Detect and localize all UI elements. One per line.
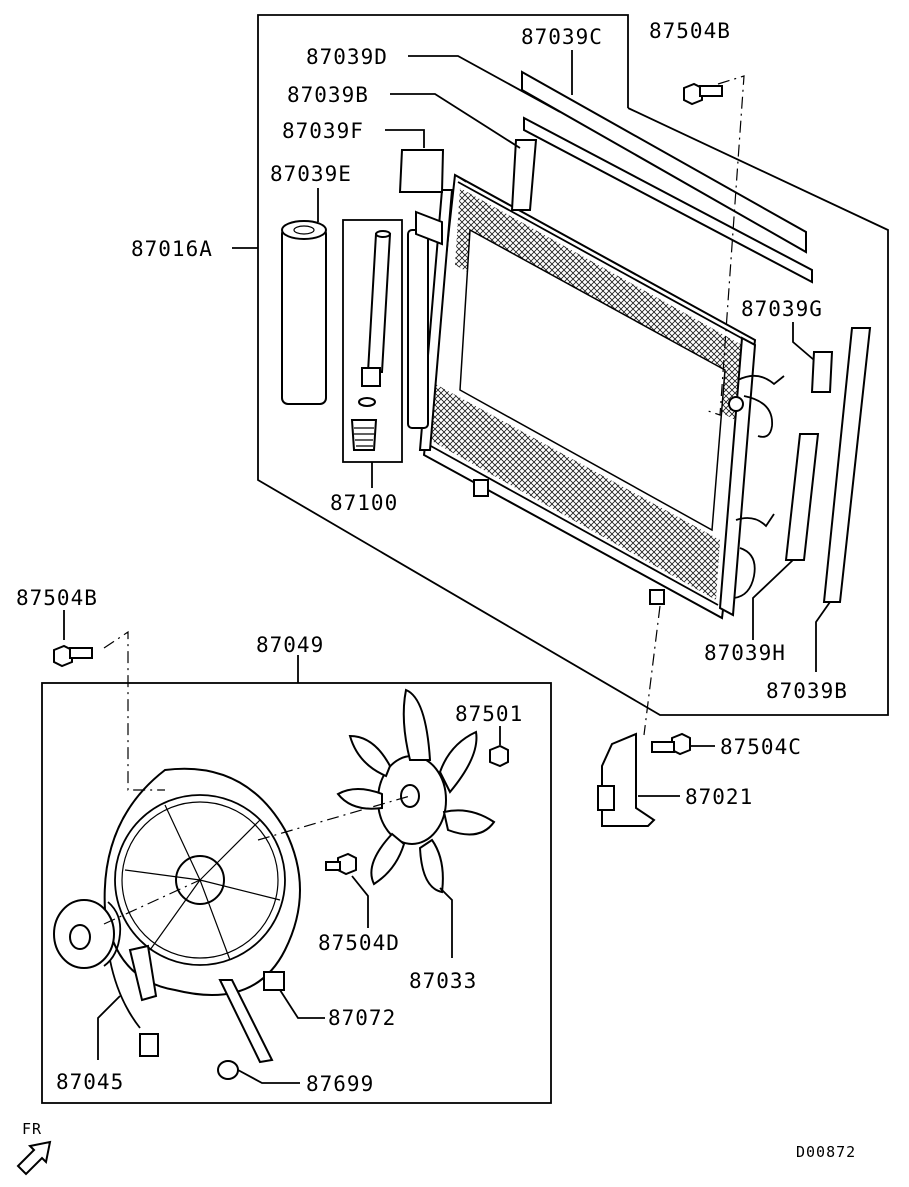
label-87016A: 87016A bbox=[131, 237, 213, 261]
label-87699: 87699 bbox=[306, 1072, 374, 1096]
label-87039C: 87039C bbox=[521, 25, 603, 49]
strip-87039H bbox=[784, 433, 820, 561]
label-87504C: 87504C bbox=[720, 735, 802, 759]
desiccant-icon bbox=[342, 219, 403, 463]
fan-group-frame bbox=[41, 682, 552, 1104]
arrow-fr-icon bbox=[16, 1140, 52, 1176]
label-87072: 87072 bbox=[328, 1006, 396, 1030]
label-87039G: 87039G bbox=[741, 297, 823, 321]
label-87100: 87100 bbox=[330, 491, 398, 515]
strip-87039B-right bbox=[822, 327, 872, 603]
label-87033: 87033 bbox=[409, 969, 477, 993]
strip-87039B-top bbox=[510, 139, 538, 211]
bracket-icon bbox=[597, 732, 656, 827]
receiver-drier-icon bbox=[281, 220, 327, 405]
pad-87039F bbox=[398, 149, 445, 193]
fan-blade-icon bbox=[336, 688, 496, 894]
condenser-group-frame bbox=[257, 14, 889, 716]
bolt-87504C bbox=[651, 732, 691, 756]
label-87504B-left: 87504B bbox=[16, 586, 98, 610]
label-87039E: 87039E bbox=[270, 162, 352, 186]
radiator-condenser-icon bbox=[418, 173, 785, 620]
fan-shroud-icon bbox=[103, 767, 301, 1064]
fan-motor-icon bbox=[53, 899, 159, 1057]
strip-87039C bbox=[521, 70, 807, 254]
grommet-87699 bbox=[217, 1060, 239, 1080]
label-87501: 87501 bbox=[455, 702, 523, 726]
label-87049: 87049 bbox=[256, 633, 324, 657]
bolt-87504D bbox=[325, 852, 357, 876]
label-87045: 87045 bbox=[56, 1070, 124, 1094]
pad-87039G bbox=[810, 351, 834, 393]
label-87039B-right: 87039B bbox=[766, 679, 848, 703]
label-87039B-top: 87039B bbox=[287, 83, 369, 107]
label-87504B-top: 87504B bbox=[649, 19, 731, 43]
label-87039H: 87039H bbox=[704, 641, 786, 665]
bolt-87504B-left bbox=[53, 644, 93, 668]
label-87504D: 87504D bbox=[318, 931, 400, 955]
label-87039F: 87039F bbox=[282, 119, 364, 143]
diagram-code: D00872 bbox=[796, 1143, 856, 1161]
strip-87039D bbox=[523, 116, 813, 284]
label-87039D: 87039D bbox=[306, 45, 388, 69]
side-tank bbox=[407, 210, 443, 429]
nut-icon bbox=[489, 744, 509, 768]
label-fr: FR bbox=[22, 1120, 42, 1138]
bolt-icon bbox=[683, 82, 723, 106]
label-87021: 87021 bbox=[685, 785, 753, 809]
